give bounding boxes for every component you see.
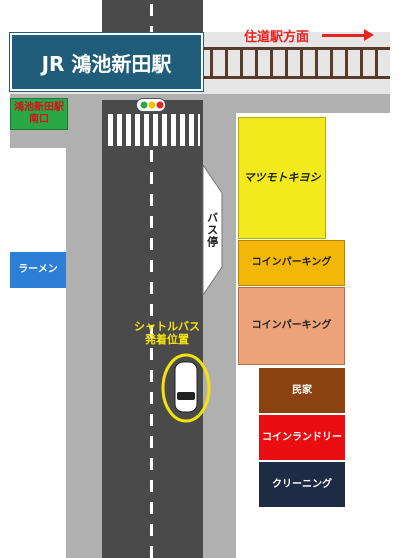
bus-stop-label: バス停 — [205, 212, 219, 248]
cleaning-shop: クリーニング — [259, 462, 345, 507]
shop-matsumoto-kiyoshi: マツモトキヨシ — [238, 117, 326, 239]
shuttle-line1: シャトルバス — [134, 319, 200, 333]
shuttle-bus-icon — [160, 352, 212, 424]
crosswalk — [108, 114, 200, 146]
traffic-light-icon — [136, 98, 166, 112]
coin-parking-1: コインパーキング — [238, 240, 345, 286]
direction-label: 住道駅方面 — [244, 30, 310, 45]
private-house: 民家 — [259, 368, 345, 413]
rail-top — [203, 47, 390, 50]
main-road-centerline — [150, 150, 153, 558]
direction-arrow-icon — [364, 29, 374, 41]
left-sidewalk — [66, 100, 102, 558]
exit-line1: 鴻池新田駅 — [14, 102, 64, 113]
exit-line2: 南口 — [29, 114, 49, 125]
direction-arrow-line — [322, 34, 366, 37]
station-name: JR 鴻池新田駅 — [41, 51, 172, 76]
bus-stop-bay — [200, 165, 224, 295]
station-building: JR 鴻池新田駅 — [9, 32, 204, 92]
top-road-centerline — [150, 4, 153, 38]
coin-laundry: コインランドリー — [259, 415, 345, 460]
rail-bottom — [203, 76, 390, 79]
shuttle-label: シャトルバス 発着位置 — [112, 316, 222, 350]
rail-ties — [210, 48, 390, 78]
coin-parking-2: コインパーキング — [238, 287, 345, 365]
shuttle-line2: 発着位置 — [145, 333, 189, 346]
shop-ramen: ラーメン — [10, 252, 66, 288]
south-exit-badge: 鴻池新田駅 南口 — [10, 98, 68, 130]
